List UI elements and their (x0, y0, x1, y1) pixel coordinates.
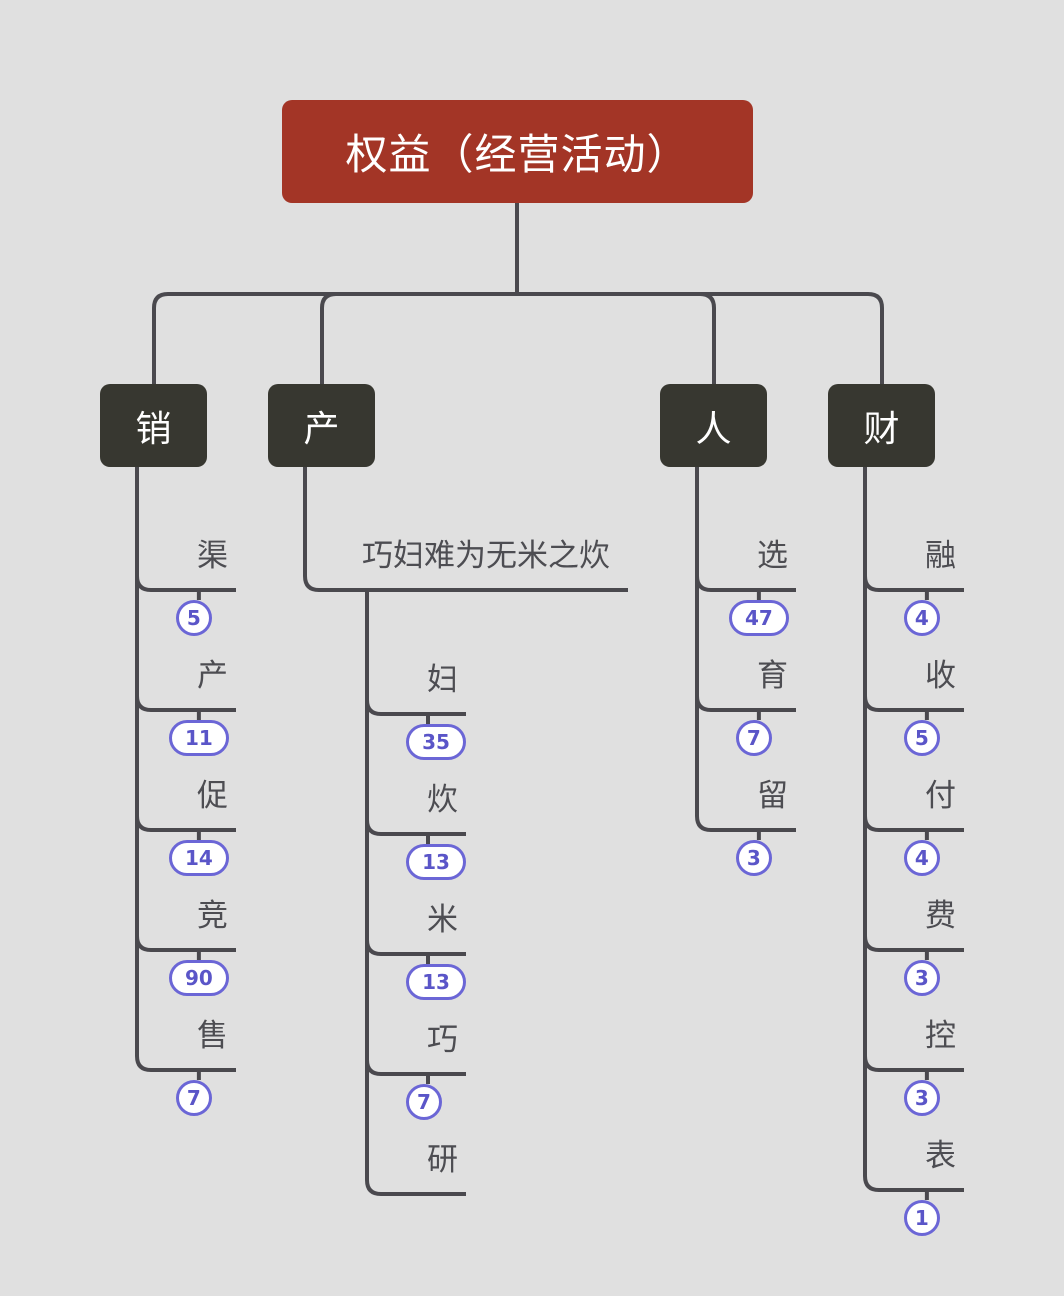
category-topic-2[interactable]: 人 (660, 384, 767, 467)
leaf-underline (135, 575, 236, 592)
branch-leaf-label[interactable]: 收 (925, 658, 956, 694)
count-badge[interactable]: 35 (406, 724, 466, 760)
category-label: 人 (695, 408, 732, 450)
leaf-underline (863, 575, 964, 592)
count-badge[interactable]: 7 (735, 720, 772, 756)
branch-leaf-label[interactable]: 炊 (427, 782, 458, 818)
leaf-underline (863, 935, 964, 952)
branch-leaf-label[interactable]: 渠 (197, 538, 228, 574)
leaf-underline (365, 1179, 466, 1196)
category-topic-1[interactable]: 产 (268, 384, 375, 467)
leaf-underline (695, 695, 796, 712)
leaf-underline (365, 819, 466, 836)
leaf-underline (863, 815, 964, 832)
branch-leaf-label[interactable]: 育 (757, 658, 788, 694)
subtopic-label[interactable]: 巧妇难为无米之炊 (362, 538, 610, 574)
branch-leaf-label[interactable]: 妇 (427, 662, 458, 698)
category-topic-0[interactable]: 销 (100, 384, 207, 467)
count-badge[interactable]: 3 (903, 1080, 940, 1116)
count-badge[interactable]: 5 (175, 600, 212, 636)
count-badge[interactable]: 4 (903, 840, 940, 876)
branch-leaf-label[interactable]: 融 (925, 538, 956, 574)
count-badge[interactable]: 7 (406, 1084, 442, 1120)
branch-leaf-label[interactable]: 米 (427, 902, 458, 938)
count-badge[interactable]: 90 (168, 960, 229, 996)
branch-leaf-label[interactable]: 产 (197, 658, 228, 694)
leaf-underline (695, 815, 796, 832)
count-badge[interactable]: 5 (903, 720, 940, 756)
branch-leaf-label[interactable]: 费 (925, 898, 956, 934)
branch-leaf-label[interactable]: 竞 (197, 898, 228, 934)
branch-leaf-label[interactable]: 促 (197, 778, 228, 814)
branch-connector (699, 292, 716, 384)
leaf-underline (863, 1055, 964, 1072)
category-label: 销 (135, 408, 172, 450)
category-topic-3[interactable]: 财 (828, 384, 935, 467)
branch-leaf-label[interactable]: 付 (925, 778, 956, 814)
branch-leaf-label[interactable]: 选 (757, 538, 788, 574)
branch-leaf-label[interactable]: 研 (427, 1142, 458, 1178)
leaf-underline (365, 1059, 466, 1076)
leaf-underline (135, 695, 236, 712)
count-badge[interactable]: 3 (735, 840, 772, 876)
category-label: 财 (863, 408, 900, 450)
root-topic-label: 权益（经营活动） (345, 130, 690, 179)
count-badge[interactable]: 11 (168, 720, 229, 756)
leaf-underline (695, 575, 796, 592)
count-badge[interactable]: 7 (175, 1080, 212, 1116)
count-badge[interactable]: 13 (406, 844, 466, 880)
count-badge[interactable]: 47 (728, 600, 789, 636)
root-topic[interactable]: 权益（经营活动） (282, 100, 753, 203)
branch-leaf-label[interactable]: 表 (925, 1138, 956, 1174)
branch-leaf-label[interactable]: 控 (925, 1018, 956, 1054)
subtopic-underline (303, 467, 628, 592)
count-badge[interactable]: 13 (406, 964, 466, 1000)
count-badge[interactable]: 1 (903, 1200, 940, 1236)
leaf-underline (863, 1175, 964, 1192)
leaf-underline (863, 695, 964, 712)
count-badge[interactable]: 14 (168, 840, 229, 876)
leaf-underline (365, 699, 466, 716)
leaf-underline (365, 939, 466, 956)
branch-leaf-label[interactable]: 巧 (427, 1022, 458, 1058)
leaf-underline (135, 935, 236, 952)
bus-line (152, 292, 884, 384)
branch-connector (320, 292, 337, 384)
category-label: 产 (303, 408, 340, 450)
count-badge[interactable]: 3 (903, 960, 940, 996)
leaf-underline (135, 815, 236, 832)
leaf-underline (135, 1055, 236, 1072)
branch-leaf-label[interactable]: 留 (757, 778, 788, 814)
branch-leaf-label[interactable]: 售 (197, 1018, 228, 1054)
count-badge[interactable]: 4 (903, 600, 940, 636)
